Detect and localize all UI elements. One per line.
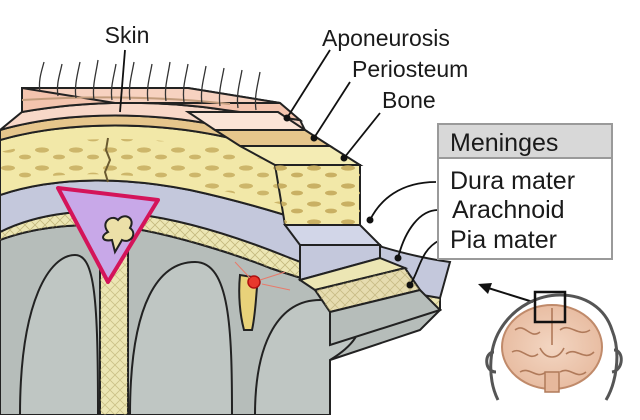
hair-strands [38,59,261,111]
ear-right [611,348,623,374]
blood-vessel [247,275,261,289]
aponeurosis-label: Aponeurosis [322,25,450,51]
meninges-pia-mater: Pia mater [450,226,557,254]
dura-step [283,224,383,246]
inset-zoom-box [533,290,567,324]
inset-brain-folds [511,308,595,376]
leader-lines [119,49,441,286]
meninges-dura-mater: Dura mater [450,167,575,195]
brain-gyrus-middle [128,260,234,416]
inset-brainstem [544,371,560,393]
aponeurosis-dot [283,114,291,122]
vessel-branches [234,261,291,291]
brain-step [329,288,442,347]
arachnoid-dot [394,254,402,262]
head-outline [489,293,619,401]
inset-arrow-line [484,286,534,303]
bone-label: Bone [382,87,436,113]
ear-left [485,350,497,374]
dura-mater-dot [366,216,374,224]
meninges-header [437,123,613,159]
meninges-arachnoid: Arachnoid [452,196,565,224]
bone-dot [340,154,348,162]
inset-arrowhead [478,283,492,294]
periosteum-label: Periosteum [352,56,468,82]
pia-step-mesh [315,268,420,312]
meninges-title: Meninges [450,129,558,157]
bone-diploe [0,139,340,222]
skin-layer-stripe [21,96,231,105]
pia-mater-dot [406,281,414,289]
periosteum-dot [310,134,318,142]
brain-gyrus-left [18,253,100,416]
bone-suture [103,137,112,183]
bone-step-dots [275,165,360,225]
skin-label: Skin [105,22,150,48]
arachnoid-granulation [102,215,135,255]
